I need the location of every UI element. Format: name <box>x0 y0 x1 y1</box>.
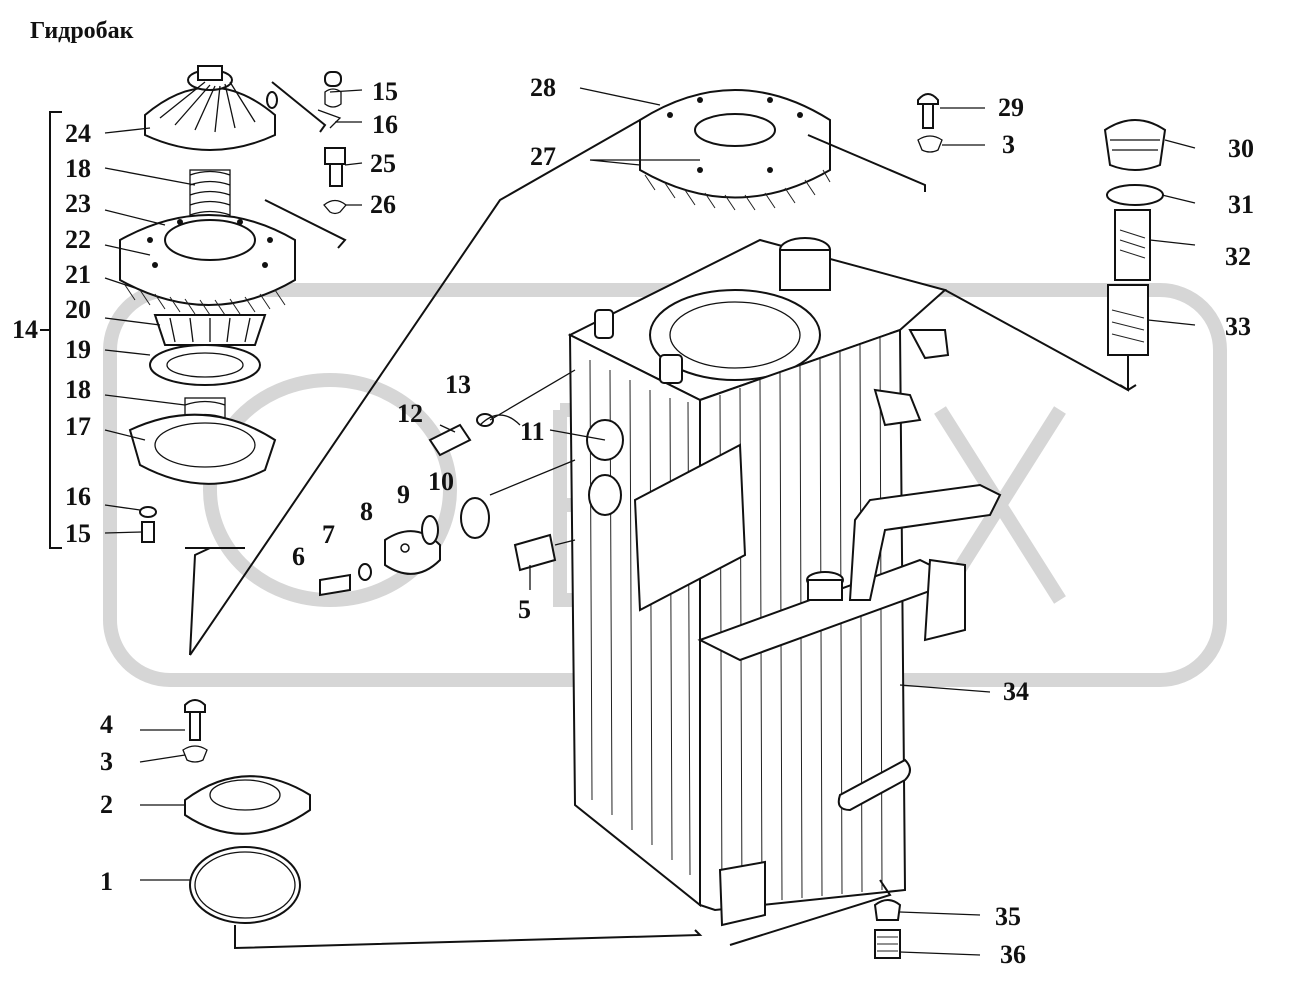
assembly-link <box>185 547 245 656</box>
callout-3-lower: 3 <box>100 747 113 776</box>
callout-18-lower: 18 <box>65 375 91 404</box>
callout-2: 2 <box>100 790 113 819</box>
callout-14: 14 <box>12 315 38 344</box>
callout-labels: 24 18 23 22 21 20 14 19 18 17 16 15 15 1… <box>12 73 1254 969</box>
filter-element <box>153 314 267 346</box>
callout-33: 33 <box>1225 312 1251 341</box>
callout-15-upper: 15 <box>372 77 398 106</box>
callout-13: 13 <box>445 370 471 399</box>
o-ring-10 <box>460 497 490 539</box>
cap-gasket <box>1106 184 1164 206</box>
callout-29: 29 <box>998 93 1024 122</box>
callout-18-upper: 18 <box>65 154 91 183</box>
callout-12: 12 <box>397 399 423 428</box>
assembly-line-filler <box>944 289 1129 391</box>
callout-21: 21 <box>65 260 91 289</box>
top-fasteners-left <box>264 71 347 249</box>
callout-30: 30 <box>1228 134 1254 163</box>
callout-27: 27 <box>530 142 556 171</box>
filter-flange <box>119 214 296 316</box>
callout-28: 28 <box>530 73 556 102</box>
callout-9: 9 <box>397 480 410 509</box>
sensor-5 <box>513 533 557 572</box>
assembly-brace <box>40 111 62 549</box>
callout-4: 4 <box>100 710 113 739</box>
drain-cover <box>184 775 311 835</box>
filter-assembly <box>40 65 296 656</box>
filter-strainer <box>1107 284 1149 356</box>
side-bolt <box>319 573 351 597</box>
filler-assembly <box>1103 119 1167 392</box>
callout-32: 32 <box>1225 242 1251 271</box>
drain-cover-assembly <box>182 699 703 950</box>
upper-spring <box>189 169 231 221</box>
callout-16-lower: 16 <box>65 482 91 511</box>
callout-22: 22 <box>65 225 91 254</box>
callout-31: 31 <box>1228 190 1254 219</box>
callout-1: 1 <box>100 867 113 896</box>
cover-gasket <box>189 846 301 924</box>
callout-16-upper: 16 <box>372 110 398 139</box>
seal-ring <box>149 344 261 386</box>
assembly-line-main <box>189 119 641 656</box>
callout-19: 19 <box>65 335 91 364</box>
callout-20: 20 <box>65 295 91 324</box>
tank-flange-top <box>639 89 831 211</box>
callout-5: 5 <box>518 595 531 624</box>
callout-24: 24 <box>65 119 91 148</box>
top-fasteners-right <box>807 93 943 192</box>
drain-plug <box>729 879 902 959</box>
callout-10: 10 <box>428 467 454 496</box>
hydraulic-tank <box>567 237 1002 927</box>
callout-17: 17 <box>65 412 91 441</box>
callout-8: 8 <box>360 497 373 526</box>
callout-34: 34 <box>1003 677 1029 706</box>
callout-15-lower: 15 <box>65 519 91 548</box>
inspection-panel <box>633 443 747 612</box>
filter-cover <box>144 65 278 151</box>
strainer-tube <box>1114 209 1151 281</box>
filler-cap <box>1103 119 1167 171</box>
bottom-plate <box>128 413 277 485</box>
callout-3-upper: 3 <box>1002 130 1015 159</box>
callout-35: 35 <box>995 902 1021 931</box>
callout-6: 6 <box>292 542 305 571</box>
callout-26: 26 <box>370 190 396 219</box>
diagram-title: Гидробак <box>30 18 134 44</box>
callout-23: 23 <box>65 189 91 218</box>
leader-lines <box>104 87 1196 956</box>
callout-25: 25 <box>370 149 396 178</box>
callout-36: 36 <box>1000 940 1026 969</box>
callout-11: 11 <box>520 417 545 446</box>
lower-bolt <box>139 506 157 543</box>
callout-7: 7 <box>322 520 335 549</box>
